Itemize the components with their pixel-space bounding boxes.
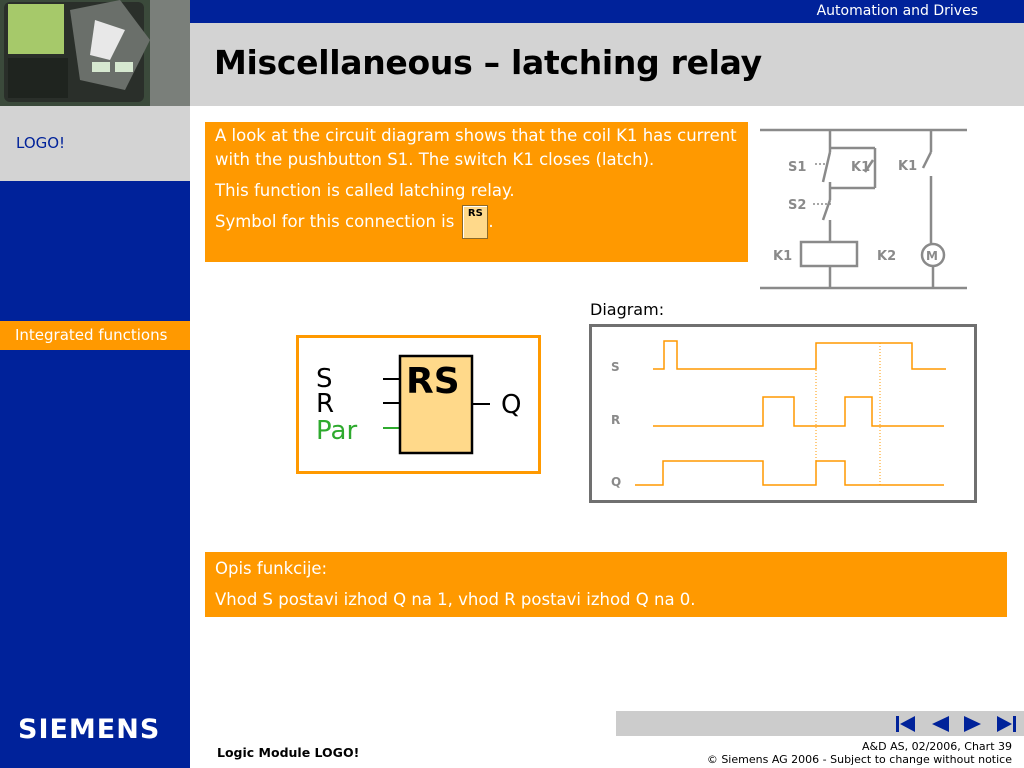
nav-prev-icon: [932, 716, 949, 732]
footer-info: A&D AS, 02/2006, Chart 39 © Siemens AG 2…: [707, 740, 1012, 766]
label-motor: M: [926, 249, 938, 263]
diagram-label: Diagram:: [590, 300, 665, 319]
nav-last-icon: [997, 716, 1016, 732]
label-k1-coil: K1: [773, 249, 792, 264]
siemens-logo: SIEMENS: [18, 714, 161, 745]
title-bar: Miscellaneous – latching relay: [190, 23, 1024, 106]
nav-first-button[interactable]: [891, 712, 921, 736]
nav-next-icon: [964, 716, 981, 732]
intro-box: A look at the circuit diagram shows that…: [205, 122, 748, 262]
page-title: Miscellaneous – latching relay: [214, 43, 762, 82]
label-k2: K2: [877, 249, 896, 264]
nav-next-button[interactable]: [958, 712, 988, 736]
signal-q-label: Q: [611, 475, 621, 489]
sidebar-product-panel: LOGO!: [0, 106, 190, 181]
sidebar-item-integrated-functions[interactable]: Integrated functions: [0, 321, 190, 350]
sidebar-item-label: Integrated functions: [15, 326, 168, 344]
sidebar-product-link[interactable]: LOGO!: [16, 134, 66, 152]
footer-copyright: © Siemens AG 2006 - Subject to change wi…: [706, 753, 1012, 766]
block-input-par: Par: [316, 416, 357, 446]
footer-module: Logic Module LOGO!: [217, 745, 360, 760]
circuit-diagram: S1 K1 K1 S2 K1 K2 M: [760, 128, 967, 290]
label-k1-contact: K1: [851, 160, 870, 175]
signal-r-label: R: [611, 413, 620, 427]
block-input-s: S: [316, 364, 333, 394]
intro-line-3-end: .: [488, 212, 494, 231]
description-text: Vhod S postavi izhod Q na 1, vhod R post…: [215, 590, 696, 609]
company-area: Automation and Drives: [816, 3, 978, 19]
description-heading: Opis funkcije:: [215, 559, 328, 578]
label-s1: S1: [788, 160, 806, 175]
signal-s-label: S: [611, 360, 620, 374]
label-s2: S2: [788, 198, 806, 213]
block-input-r: R: [316, 389, 334, 419]
top-bar: Automation and Drives: [190, 0, 1024, 23]
intro-line-3-text: Symbol for this connection is: [215, 212, 455, 231]
block-name: RS: [406, 361, 460, 402]
timing-diagram: S R Q: [589, 324, 977, 503]
footer-chart-info: A&D AS, 02/2006, Chart 39: [862, 740, 1012, 753]
block-output-q: Q: [501, 390, 521, 420]
intro-line-1: A look at the circuit diagram shows that…: [215, 126, 737, 169]
rs-symbol-icon: RS: [462, 205, 489, 239]
label-k1-contact-2: K1: [898, 159, 917, 174]
nav-first-icon: [896, 716, 915, 732]
description-box: Opis funkcije: Vhod S postavi izhod Q na…: [205, 552, 1007, 617]
nav-prev-button[interactable]: [925, 712, 955, 736]
logo-device-image: [0, 0, 190, 106]
sidebar: [0, 181, 190, 768]
nav-last-button[interactable]: [992, 712, 1022, 736]
product-photo: [0, 0, 190, 106]
rs-block-diagram: S R Par RS Q: [296, 335, 541, 474]
navigation-strip: [616, 711, 1024, 736]
intro-line-2: This function is called latching relay.: [215, 181, 515, 200]
intro-line-3: Symbol for this connection is RS.: [215, 205, 738, 239]
